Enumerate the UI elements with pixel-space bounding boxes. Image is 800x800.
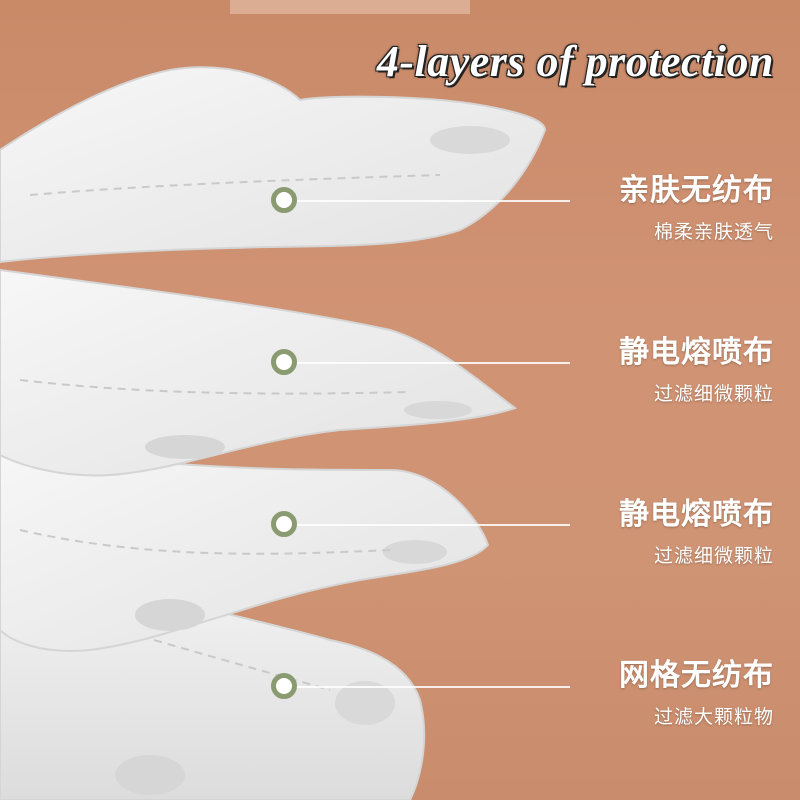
layer-name: 网格无纺布 — [619, 658, 774, 693]
leader-line-4 — [292, 686, 570, 688]
layer-label-3: 静电熔喷布 过滤细微颗粒 — [619, 489, 774, 568]
layer-description: 棉柔亲肤透气 — [653, 221, 774, 243]
mask-layer-2-ear-hole — [404, 401, 472, 419]
mask-layer-1-stitch — [29, 174, 441, 196]
mask-layer-3 — [0, 438, 490, 652]
mask-layer-1 — [0, 66, 547, 264]
leader-line-2 — [292, 362, 570, 364]
layer-name: 静电熔喷布 — [619, 497, 774, 532]
layer-label-2: 静电熔喷布 过滤细微颗粒 — [619, 327, 774, 406]
layer-label-1: 亲肤无纺布 棉柔亲肤透气 — [619, 165, 774, 244]
layer-marker-1-icon — [271, 187, 297, 213]
leader-line-3 — [292, 524, 570, 526]
mask-layer-2-ear-hole — [145, 435, 225, 459]
mask-layer-3-ear-hole — [135, 599, 205, 631]
page-title: 4-layers of protection — [376, 37, 774, 86]
top-text-remnant — [230, 0, 470, 14]
mask-layer-1-ear-hole — [430, 126, 510, 154]
mask-layer-4-ear-hole — [335, 681, 395, 725]
layer-marker-2-icon — [271, 349, 297, 375]
layer-name: 亲肤无纺布 — [619, 173, 774, 208]
layer-label-4: 网格无纺布 过滤大颗粒物 — [619, 650, 774, 729]
layer-marker-4-icon — [271, 673, 297, 699]
mask-layer-4-stitch — [19, 599, 331, 691]
mask-layer-3-stitch — [19, 529, 391, 555]
layer-description: 过滤大颗粒物 — [653, 706, 774, 728]
layer-description: 过滤细微颗粒 — [653, 383, 774, 405]
mask-layer-2-stitch — [19, 379, 411, 395]
mask-layer-3-ear-hole — [383, 540, 447, 564]
leader-line-1 — [292, 200, 570, 202]
layer-name: 静电熔喷布 — [619, 335, 774, 370]
layer-description: 过滤细微颗粒 — [653, 545, 774, 567]
mask-layer-4-ear-hole — [115, 755, 185, 795]
mask-layer-2 — [0, 268, 518, 477]
layer-marker-3-icon — [271, 511, 297, 537]
